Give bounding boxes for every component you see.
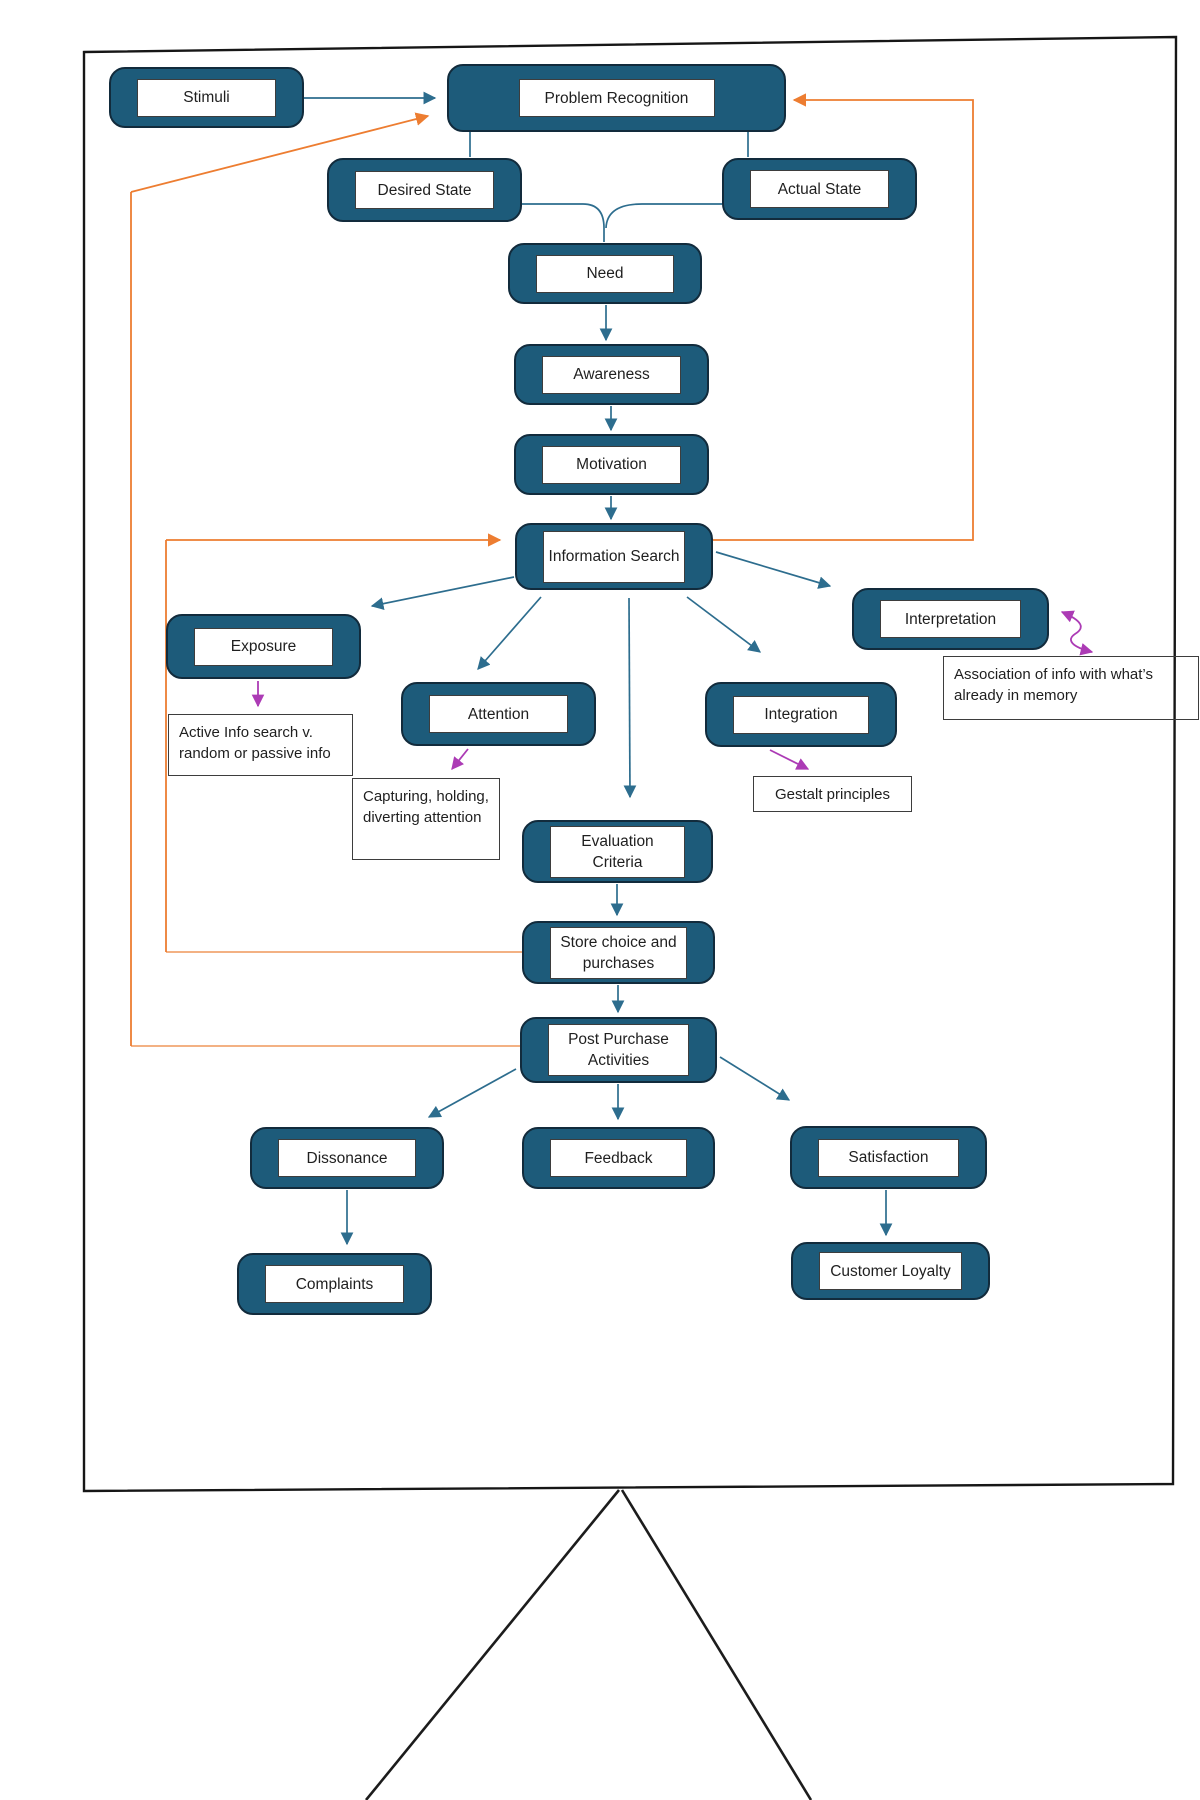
node-label: Information Search xyxy=(548,548,680,565)
node-label: Exposure xyxy=(230,638,297,655)
node-information-search: Information Search xyxy=(515,523,713,590)
node-evaluation-criteria: Evaluation Criteria xyxy=(522,820,713,883)
node-integration: Integration xyxy=(705,682,897,747)
node-satisfaction: Satisfaction xyxy=(790,1126,987,1189)
node-label: Interpretation xyxy=(904,610,997,628)
node-label: Integration xyxy=(764,706,838,723)
node-post-purchase: Post Purchase Activities xyxy=(520,1017,717,1083)
node-label: Actual State xyxy=(777,180,862,198)
node-awareness: Awareness xyxy=(514,344,709,405)
node-label: Dissonance xyxy=(306,1149,388,1167)
node-label: Store choice and purchases xyxy=(560,933,677,972)
node-label: Stimuli xyxy=(183,89,230,106)
node-label: Awareness xyxy=(573,366,650,383)
note-capturing-attention: Capturing, holding, diverting attention xyxy=(352,778,500,860)
node-label: Need xyxy=(586,265,624,282)
node-label: Desired State xyxy=(377,181,472,199)
node-attention: Attention xyxy=(401,682,596,746)
node-label: Evaluation Criteria xyxy=(581,832,654,871)
purple-annotation-arrows xyxy=(251,610,1094,770)
node-dissonance: Dissonance xyxy=(250,1127,444,1189)
orange-pale-segments xyxy=(131,951,522,1047)
node-complaints: Complaints xyxy=(237,1253,432,1315)
node-label: Problem Recognition xyxy=(544,89,689,107)
node-label: Post Purchase Activities xyxy=(568,1031,669,1069)
note-association-memory: Association of info with what’s already … xyxy=(943,656,1199,720)
node-motivation: Motivation xyxy=(514,434,709,495)
note-gestalt-principles: Gestalt principles xyxy=(753,776,912,812)
node-stimuli: Stimuli xyxy=(109,67,304,128)
easel-right-leg xyxy=(620,1489,813,1800)
node-customer-loyalty: Customer Loyalty xyxy=(791,1242,990,1300)
node-need: Need xyxy=(508,243,702,304)
node-interpretation: Interpretation xyxy=(852,588,1049,650)
orange-feedback-arrows xyxy=(130,93,974,1046)
node-label: Complaints xyxy=(295,1275,374,1293)
note-active-info-search: Active Info search v. random or passive … xyxy=(168,714,353,776)
node-label: Motivation xyxy=(576,456,647,473)
node-label: Attention xyxy=(467,705,530,723)
node-store-choice: Store choice and purchases xyxy=(522,921,715,984)
node-feedback: Feedback xyxy=(522,1127,715,1189)
node-exposure: Exposure xyxy=(166,614,361,679)
easel-left-leg xyxy=(364,1489,621,1800)
node-problem-recognition: Problem Recognition xyxy=(447,64,786,132)
node-label: Satisfaction xyxy=(848,1149,929,1166)
blue-flow-arrows xyxy=(304,91,893,1246)
node-label: Customer Loyalty xyxy=(830,1262,951,1280)
node-desired-state: Desired State xyxy=(327,158,522,222)
node-actual-state: Actual State xyxy=(722,158,917,220)
node-label: Feedback xyxy=(584,1149,653,1167)
